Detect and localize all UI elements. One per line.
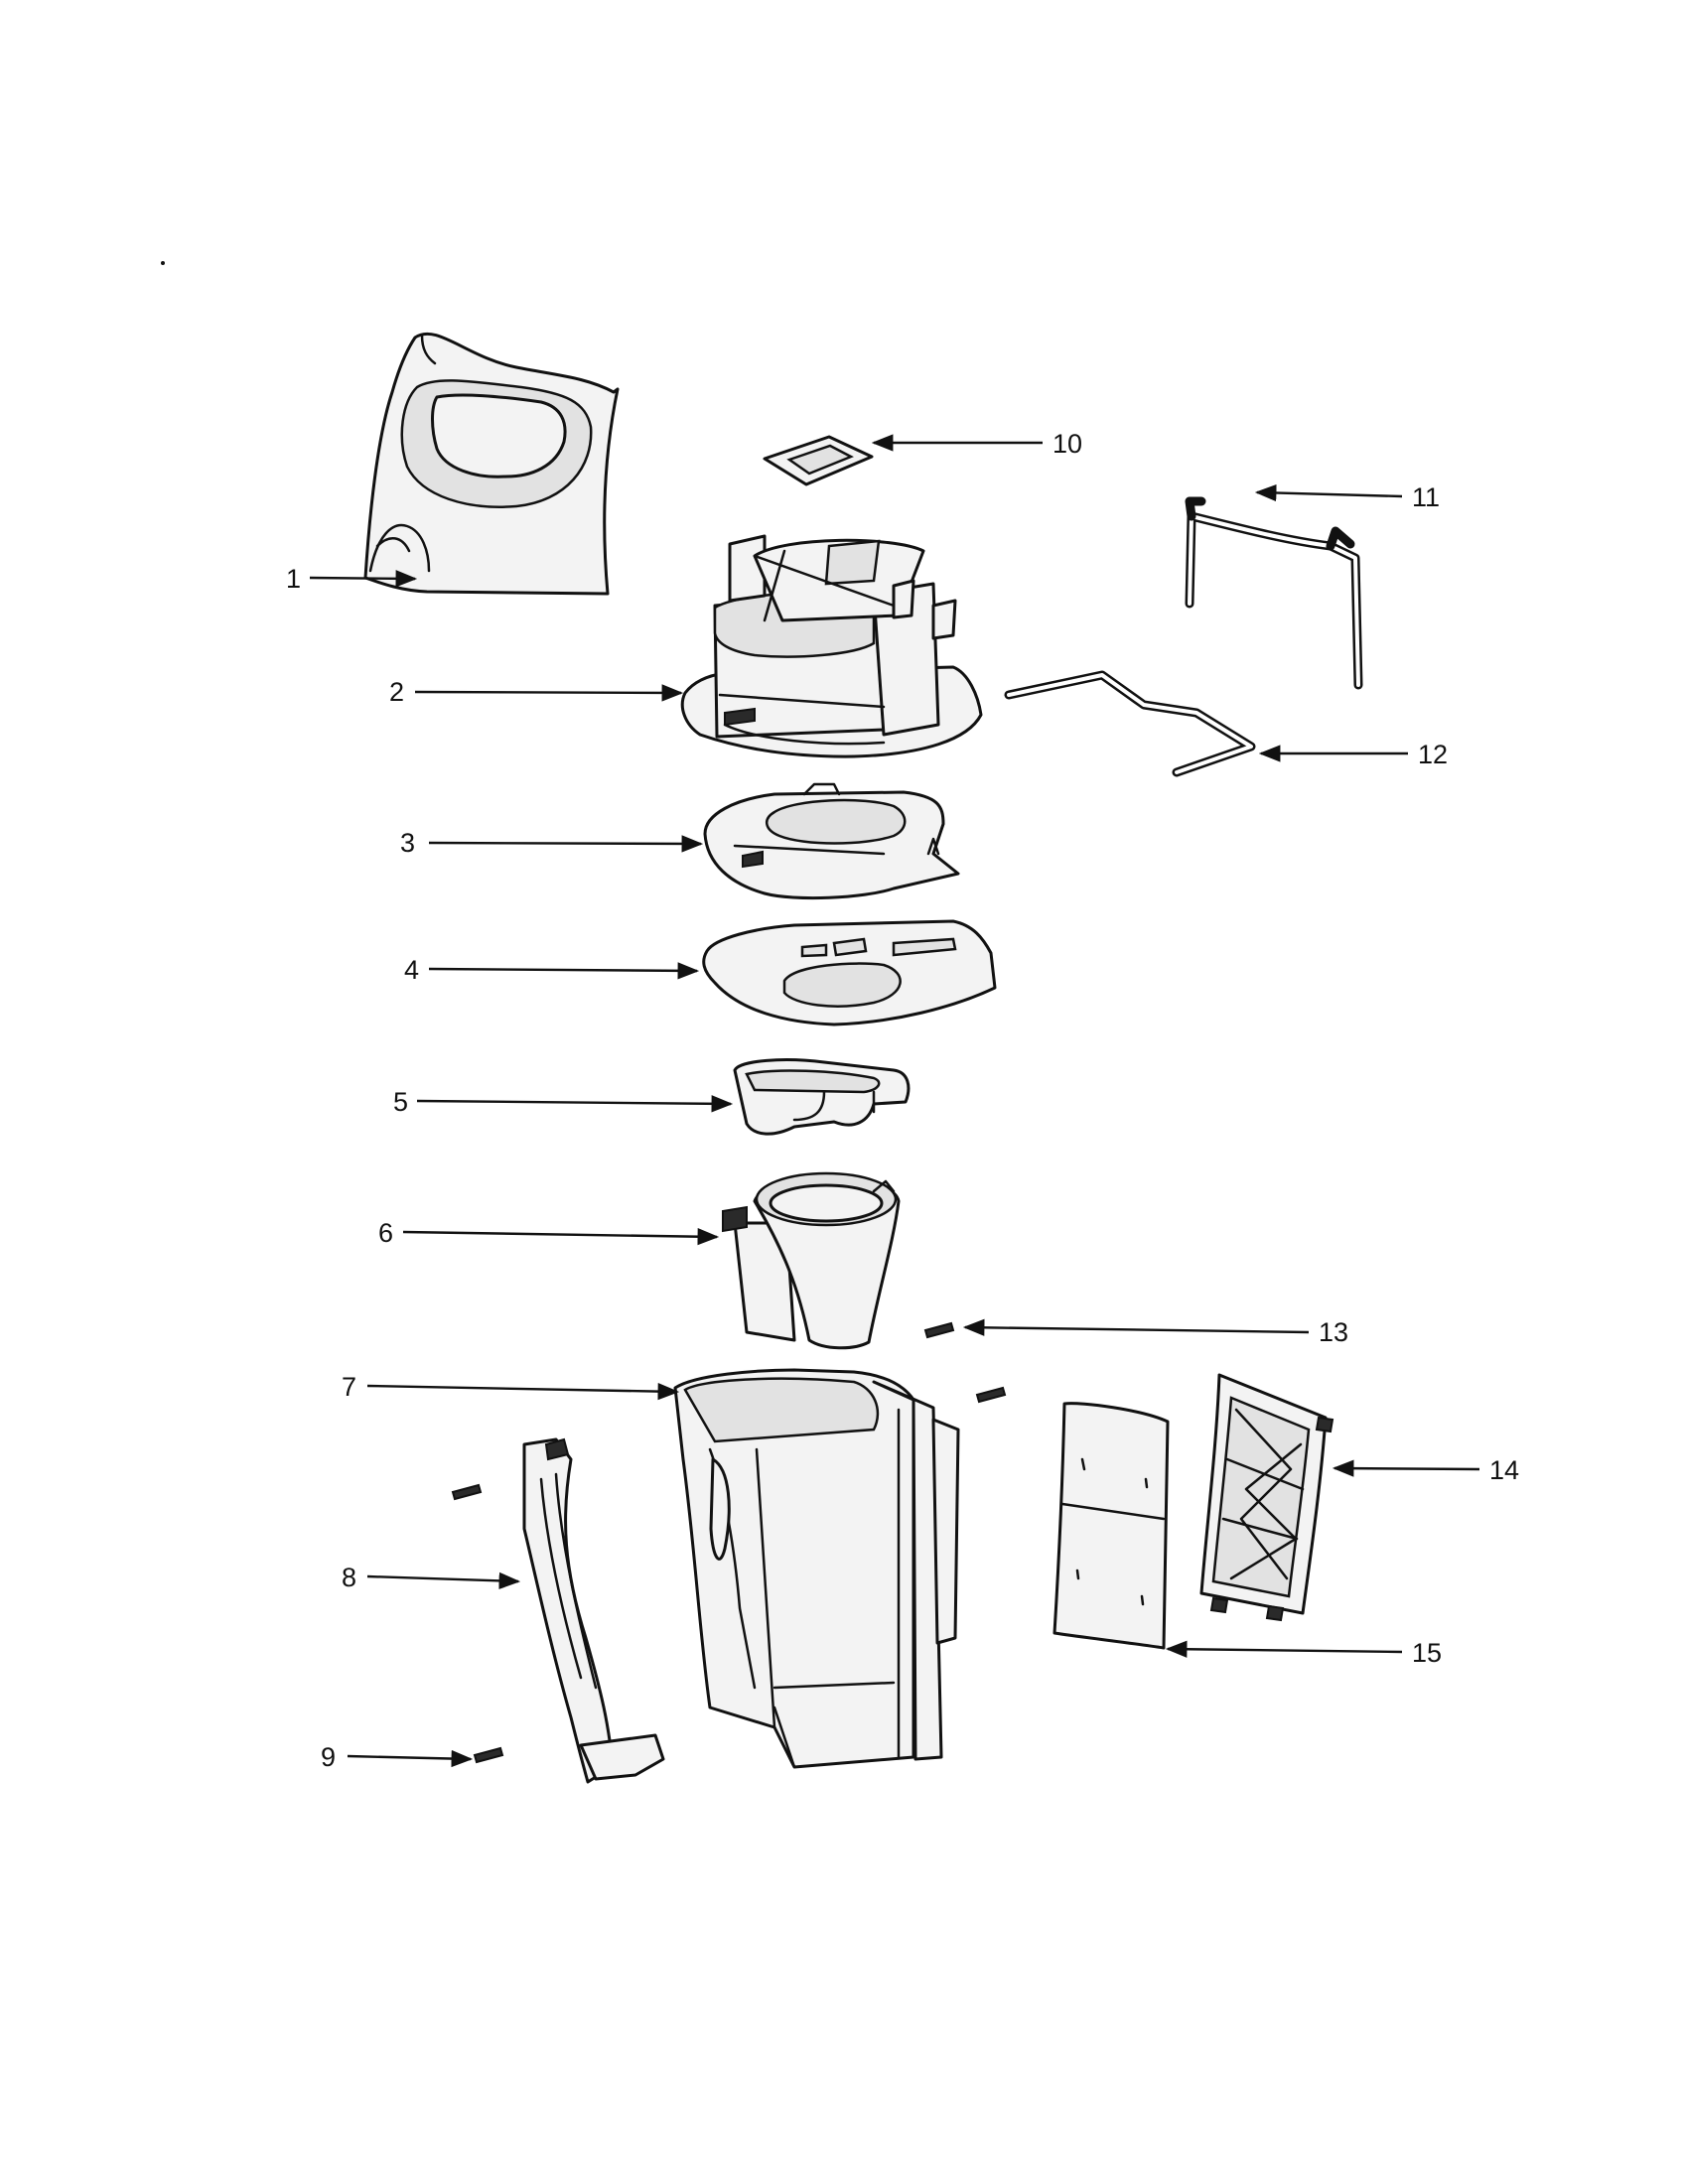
- callout-9: 9: [321, 1742, 336, 1772]
- callout-10: 10: [1052, 429, 1082, 459]
- part-3-basket-holder: [703, 782, 960, 900]
- part-13-screw: [923, 1321, 1007, 1404]
- part-6-filter-cone: [722, 1171, 901, 1350]
- leader-9: [347, 1749, 474, 1768]
- part-15-panel: [1052, 1402, 1170, 1650]
- part-12-bent-rod: [1004, 670, 1256, 777]
- stray-dot: [161, 261, 165, 265]
- callout-8: 8: [342, 1563, 356, 1592]
- leader-7: [366, 1382, 680, 1401]
- leader-8: [366, 1571, 521, 1589]
- leader-lines: [309, 434, 1480, 1768]
- part-7-main-body: [673, 1368, 960, 1769]
- callout-14: 14: [1489, 1455, 1519, 1485]
- leader-5: [416, 1095, 734, 1113]
- leader-15: [1165, 1640, 1403, 1658]
- part-10-gasket: [763, 435, 874, 486]
- leader-13: [962, 1318, 1310, 1336]
- part-11-wire-bracket: [1185, 496, 1363, 690]
- part-2-upper-housing: [680, 534, 983, 758]
- callout-4: 4: [404, 955, 419, 985]
- callout-15: 15: [1412, 1638, 1442, 1668]
- callout-6: 6: [378, 1218, 393, 1248]
- leader-2: [414, 684, 684, 702]
- callout-7: 7: [342, 1372, 356, 1402]
- callout-3: 3: [400, 828, 415, 858]
- callout-12: 12: [1418, 740, 1448, 769]
- callout-2: 2: [389, 677, 404, 707]
- part-8-handle: [522, 1437, 665, 1784]
- leader-1: [309, 570, 418, 588]
- callout-5: 5: [393, 1087, 408, 1117]
- callout-1: 1: [286, 564, 301, 594]
- part-5-valve-housing: [733, 1058, 911, 1136]
- leader-11: [1254, 483, 1403, 502]
- leader-6: [402, 1228, 720, 1246]
- leader-3: [428, 835, 704, 853]
- leader-4: [428, 962, 700, 980]
- leader-14: [1332, 1459, 1480, 1477]
- callout-13: 13: [1319, 1317, 1348, 1347]
- part-14-lattice-door: [1199, 1373, 1334, 1622]
- callout-labels: 1 2 3 4 5 6 7 8 9 10 11 12 13 14 15: [286, 429, 1519, 1772]
- part-1-top-cover: [363, 332, 620, 596]
- part-4-base-plate: [702, 919, 997, 1026]
- part-9-screw: [451, 1483, 504, 1764]
- callout-11: 11: [1412, 482, 1440, 512]
